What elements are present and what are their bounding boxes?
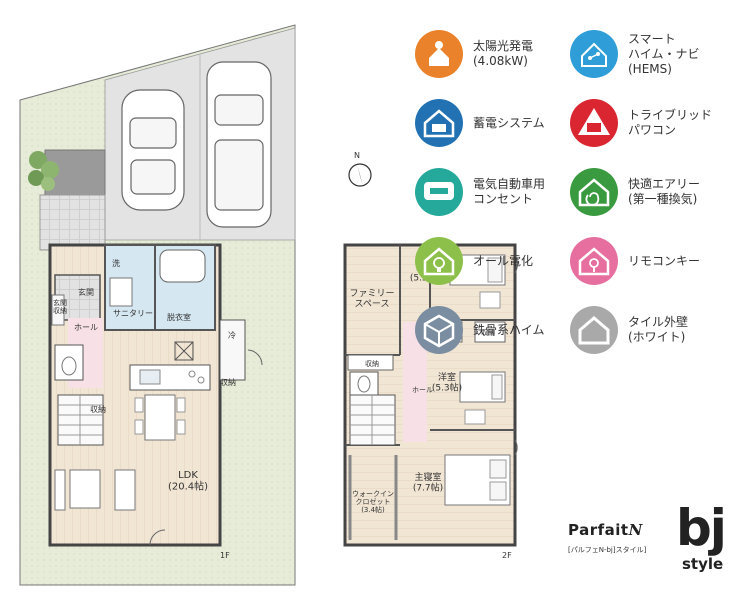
room-storage3-label: 収納	[365, 359, 379, 368]
feature-item: タイル外壁 (ホワイト)	[570, 306, 688, 354]
feature-label: スマート ハイム・ナビ (HEMS)	[628, 31, 700, 76]
feature-label: 太陽光発電 (4.08kW)	[473, 39, 534, 68]
room-entrance-label: 玄関	[78, 287, 94, 297]
feature-item: トライブリッド パワコン	[570, 99, 712, 147]
feature-label: 快適エアリー (第一種換気)	[628, 177, 701, 206]
brand-style: style	[682, 555, 724, 573]
air-swirl-icon	[570, 168, 618, 216]
compass-label: N	[354, 151, 360, 160]
brand-bj: bj	[676, 499, 727, 557]
feature-item: 鉄骨系ハイム	[415, 306, 545, 354]
smart-network-icon	[570, 30, 618, 78]
feature-label: オール電化	[473, 253, 534, 268]
room-entrance-storage-label: 玄関収納	[53, 298, 67, 315]
feature-item: スマート ハイム・ナビ (HEMS)	[570, 30, 700, 78]
room-hall-1f-label: ホール	[74, 323, 98, 332]
plan-labels: 洗 サニタリー 脱衣室 玄関 玄関収納 ホール 収納 収納 冷 LDK(20.4…	[53, 151, 512, 560]
room-fridge-label: 冷	[228, 330, 236, 340]
brand-logo: ParfaitN bj style [パルフェN-bj]スタイル]	[560, 499, 750, 585]
brand-name: ParfaitN	[568, 521, 643, 539]
room-dressing-label: 脱衣室	[167, 312, 191, 322]
feature-item: リモコンキー	[570, 237, 700, 285]
tree-icon	[28, 151, 59, 191]
feature-item: 電気自動車用 コンセント	[415, 168, 545, 216]
feature-label: 蓄電システム	[473, 115, 545, 130]
stairs-2f	[349, 394, 396, 446]
room-sanitary-label: サニタリー	[113, 309, 153, 318]
room-storage2-label: 収納	[481, 328, 495, 337]
feature-label: リモコンキー	[628, 253, 701, 268]
floor-2f-label: 2F	[502, 551, 512, 560]
floor-1f-label: 1F	[220, 551, 230, 560]
room-walkin-label: ウォークインクロゼット(3.4帖)	[352, 490, 394, 514]
compass-icon	[348, 163, 372, 187]
key-house-icon	[570, 237, 618, 285]
tile-house-icon	[570, 306, 618, 354]
room-master-label: 主寝室(7.7帖)	[413, 471, 443, 493]
stairs-1f	[57, 394, 104, 446]
room-hall-2f-label: ホール	[412, 386, 433, 394]
feature-label: 電気自動車用 コンセント	[473, 177, 546, 206]
feature-item: 蓄電システム	[415, 99, 545, 147]
car-icon	[206, 61, 272, 228]
room-wash-label: 洗	[112, 258, 120, 268]
room-storage-stairs-label: 収納	[90, 404, 106, 414]
feature-item: 快適エアリー (第一種換気)	[570, 168, 700, 216]
room-ldk-label: LDK(20.4帖)	[168, 470, 208, 493]
feature-label: タイル外壁 (ホワイト)	[628, 315, 689, 344]
sun-house-icon	[415, 30, 463, 78]
feature-label: 鉄骨系ハイム	[473, 322, 545, 337]
feature-item: 太陽光発電 (4.08kW)	[415, 30, 533, 78]
cube-icon	[415, 306, 463, 354]
bulb-house-icon	[415, 237, 463, 285]
plan-1f	[48, 243, 263, 547]
feature-label: トライブリッド パワコン	[628, 108, 713, 137]
feature-item: オール電化	[415, 237, 533, 285]
ev-plug-icon	[415, 168, 463, 216]
room-western2-label: 洋室(5.3帖)	[432, 371, 462, 393]
car-icon	[121, 89, 185, 211]
hybrid-converter-icon	[570, 99, 618, 147]
room-family-space-label: ファミリースペース	[349, 289, 394, 309]
brand-subtitle: [パルフェN-bj]スタイル]	[568, 546, 647, 554]
battery-house-icon	[415, 99, 463, 147]
room-storage-kitchen-label: 収納	[220, 377, 236, 387]
